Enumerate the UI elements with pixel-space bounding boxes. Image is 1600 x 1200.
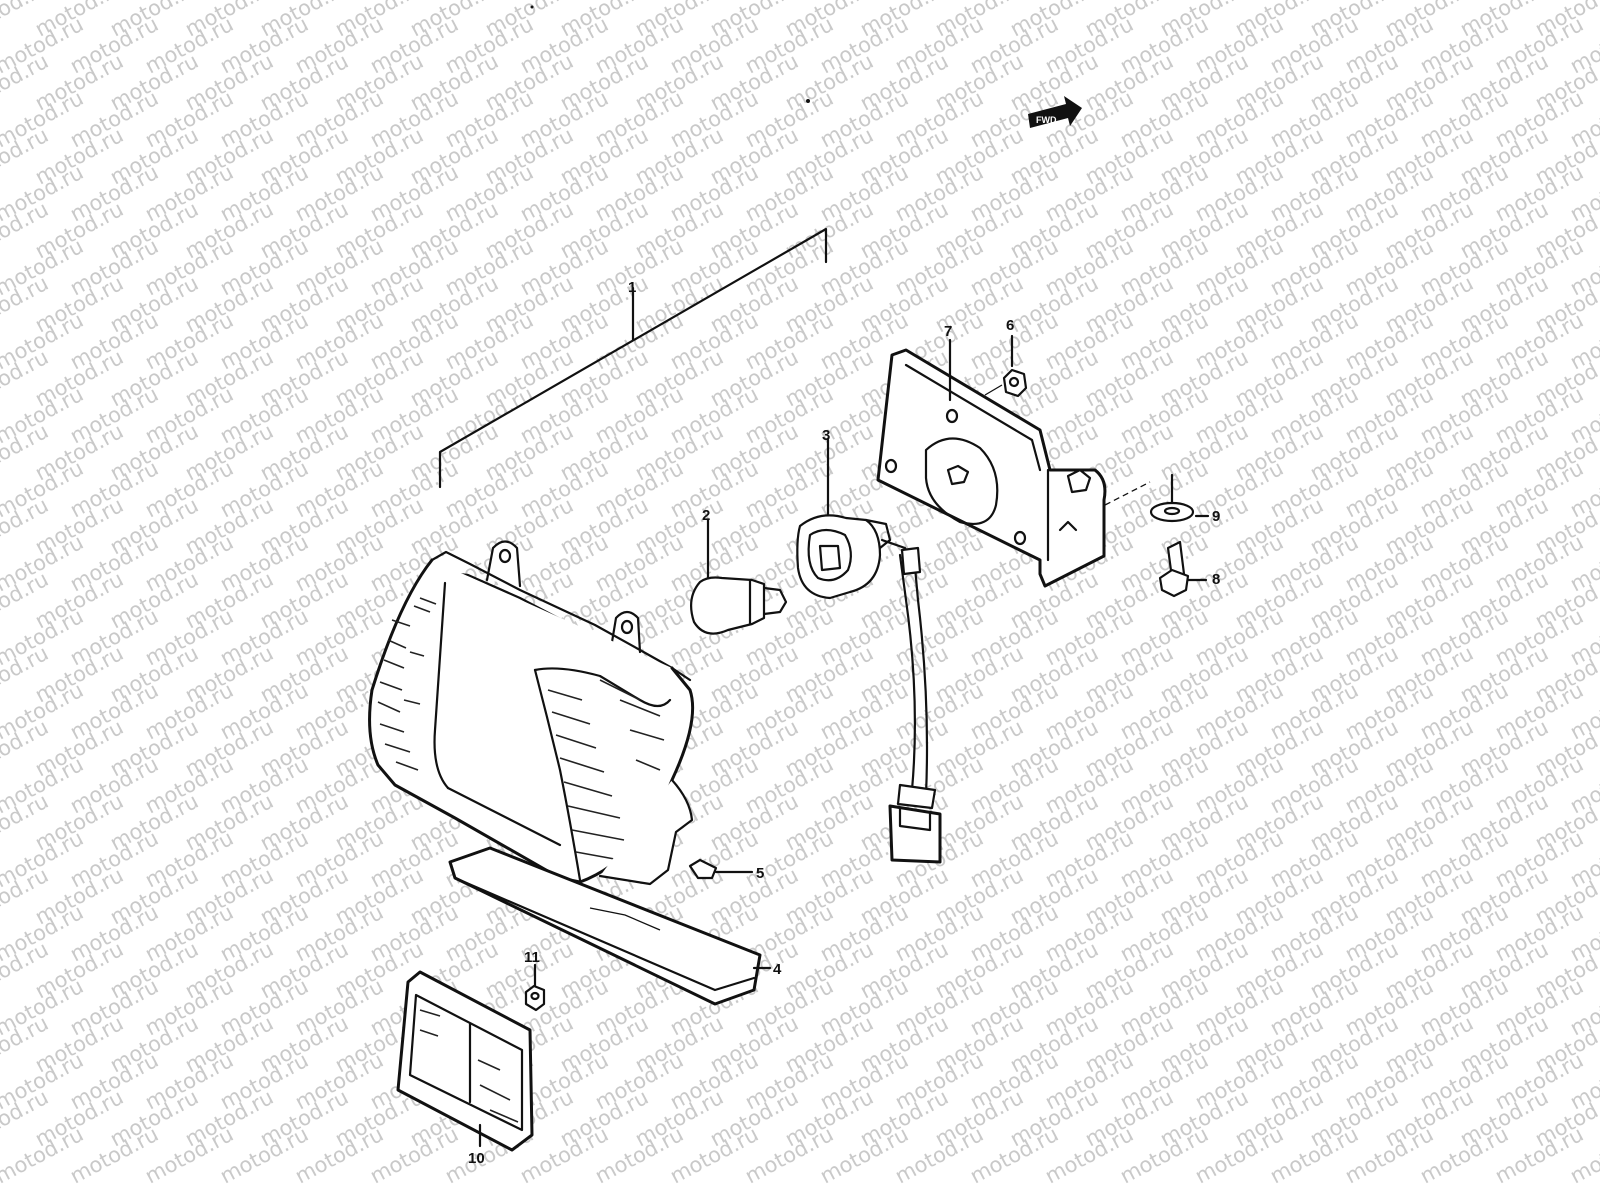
side-reflector — [396, 970, 534, 1152]
bulb — [689, 518, 788, 635]
speck — [530, 5, 534, 9]
bulb-socket — [796, 438, 942, 864]
callout-labels: 1 2 3 4 5 6 7 8 9 10 11 — [468, 279, 1220, 1167]
bolt-part-8 — [1158, 540, 1208, 598]
lens-texture-left — [377, 597, 437, 771]
callout-4: 4 — [773, 961, 782, 978]
callout-1: 1 — [628, 279, 636, 296]
fwd-label: FWD — [1036, 115, 1057, 125]
callout-9: 9 — [1212, 508, 1220, 525]
lens-texture-right — [547, 679, 665, 861]
mounting-bracket — [876, 338, 1107, 588]
callout-3: 3 — [822, 427, 830, 444]
callout-6: 6 — [1006, 317, 1014, 334]
callout-8: 8 — [1212, 571, 1220, 588]
speck — [806, 99, 810, 103]
screw-part-5 — [688, 858, 754, 880]
direction-arrow-icon: FWD — [1028, 96, 1082, 128]
lens-cover-strip — [448, 846, 772, 1006]
callout-2: 2 — [702, 507, 710, 524]
nut-part-11 — [524, 963, 546, 1012]
callout-11: 11 — [524, 949, 540, 966]
washer-part-9 — [1104, 473, 1210, 523]
callout-10: 10 — [468, 1150, 485, 1167]
nut-part-6 — [984, 334, 1028, 398]
callout-5: 5 — [756, 865, 764, 882]
callout-7: 7 — [944, 323, 952, 340]
assembly-bracket-1 — [438, 227, 828, 489]
